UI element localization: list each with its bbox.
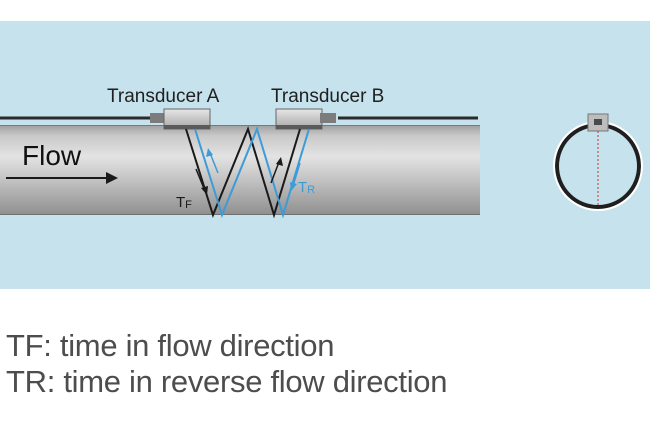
forward-signal-path bbox=[185, 126, 301, 219]
flow-label: Flow bbox=[22, 140, 82, 171]
tr-label: TR bbox=[298, 179, 315, 196]
pipe-cross-section bbox=[553, 113, 643, 211]
reverse-arrow-a bbox=[206, 148, 219, 174]
tf-arrow bbox=[195, 168, 208, 195]
transducer-b-label: Transducer B bbox=[271, 86, 384, 107]
legend-tf: TF: time in flow direction bbox=[6, 328, 335, 363]
legend: TF: time in flow direction TR: time in r… bbox=[6, 328, 447, 400]
transducer-a-label: Transducer A bbox=[107, 86, 220, 107]
forward-arrow-b bbox=[270, 157, 283, 184]
diagram-panel: Transducer A Transducer B Flow TF TR bbox=[0, 21, 650, 289]
flow-arrow bbox=[6, 172, 118, 184]
diagram-svg: Transducer A Transducer B Flow TF TR bbox=[0, 21, 650, 289]
transducer-a bbox=[150, 108, 211, 130]
tr-arrow bbox=[290, 162, 301, 191]
legend-tr: TR: time in reverse flow direction bbox=[6, 364, 448, 399]
tf-label: TF bbox=[176, 194, 192, 211]
